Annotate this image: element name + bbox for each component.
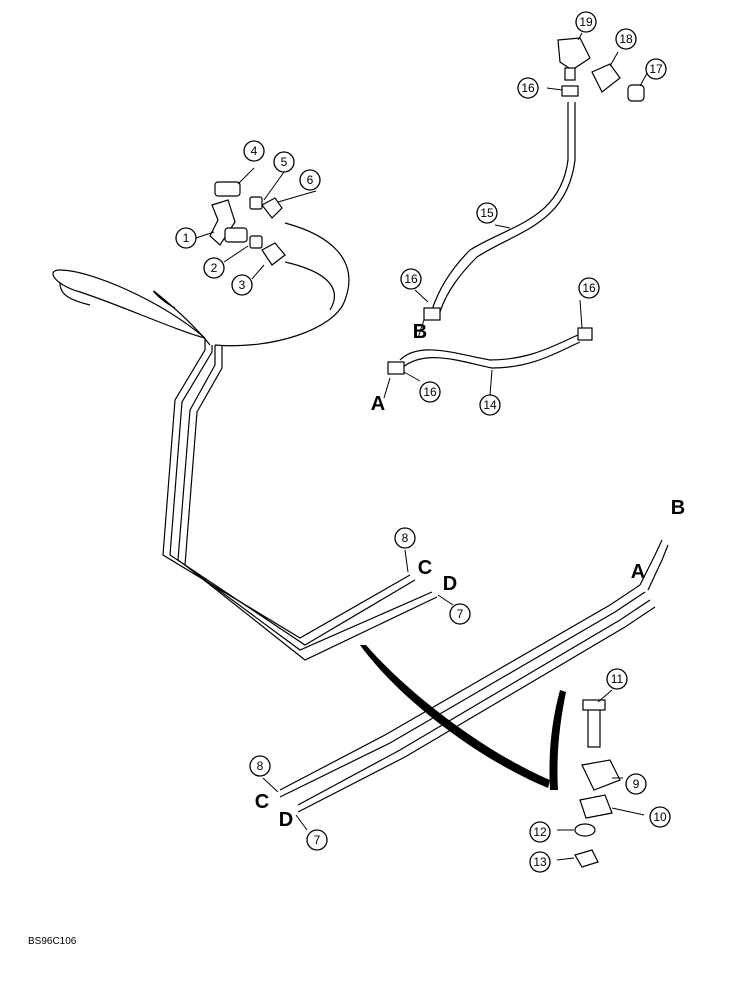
svg-text:7: 7 xyxy=(457,607,464,621)
hose-group xyxy=(387,37,645,375)
callout-18: 18 xyxy=(615,28,637,50)
fittings-group xyxy=(209,181,286,266)
letter-d-upper: D xyxy=(443,573,457,595)
hardware-group xyxy=(574,699,621,868)
svg-text:7: 7 xyxy=(314,833,321,847)
elbow-1 xyxy=(209,199,236,246)
elbow-19 xyxy=(557,37,591,71)
callout-15: 15 xyxy=(476,202,498,224)
svg-text:8: 8 xyxy=(402,531,409,545)
svg-text:4: 4 xyxy=(251,144,258,158)
detail-arrows xyxy=(360,645,566,790)
clamp-16-right xyxy=(577,327,593,341)
callout-2: 2 xyxy=(203,257,225,279)
clamp-16-b xyxy=(423,307,441,321)
steel-tubes xyxy=(162,338,669,813)
letter-b-hose: B xyxy=(413,321,427,343)
letter-a-tube: A xyxy=(631,561,645,583)
bolt-11 xyxy=(587,704,601,748)
callout-14: 14 xyxy=(479,394,501,416)
callout-8-upper: 8 xyxy=(394,527,416,549)
callout-16-right: 16 xyxy=(578,277,600,299)
callout-13: 13 xyxy=(529,851,551,873)
callout-16-top: 16 xyxy=(517,77,539,99)
nut-6 xyxy=(261,197,283,219)
tube-loops xyxy=(52,222,350,347)
clamp-16-top xyxy=(561,85,579,97)
svg-text:16: 16 xyxy=(582,281,596,295)
leader-lines xyxy=(195,32,651,861)
fitting-17 xyxy=(627,84,645,102)
fitting-2 xyxy=(249,235,263,249)
callout-7-lower: 7 xyxy=(306,829,328,851)
callout-19: 19 xyxy=(575,11,597,33)
callout-7-upper: 7 xyxy=(449,603,471,625)
svg-text:19: 19 xyxy=(579,15,593,29)
callout-17: 17 xyxy=(645,58,667,80)
callout-16-a: 16 xyxy=(419,381,441,403)
svg-text:9: 9 xyxy=(633,777,640,791)
svg-text:16: 16 xyxy=(404,272,418,286)
callout-5: 5 xyxy=(273,151,295,173)
callout-9: 9 xyxy=(625,773,647,795)
callout-6: 6 xyxy=(299,169,321,191)
letter-d-lower: D xyxy=(279,809,293,831)
figure-code: BS96C106 xyxy=(28,936,77,947)
tee-18 xyxy=(591,63,621,93)
fitting-19-thread xyxy=(564,67,576,81)
callout-12: 12 xyxy=(529,821,551,843)
svg-text:17: 17 xyxy=(649,62,663,76)
fitting-4 xyxy=(214,181,241,197)
fitting-5 xyxy=(249,196,263,210)
svg-text:5: 5 xyxy=(281,155,288,169)
clamp-16-a xyxy=(387,361,405,375)
svg-text:16: 16 xyxy=(423,385,437,399)
callout-8-lower: 8 xyxy=(249,755,271,777)
letter-c-lower: C xyxy=(255,791,269,813)
clamp-10 xyxy=(579,794,613,819)
svg-text:2: 2 xyxy=(211,261,218,275)
nut-13 xyxy=(574,849,599,868)
svg-text:6: 6 xyxy=(307,173,314,187)
svg-text:13: 13 xyxy=(533,855,547,869)
fitting-elbow-end xyxy=(224,227,248,243)
svg-text:3: 3 xyxy=(239,278,246,292)
svg-text:18: 18 xyxy=(619,32,633,46)
clamp-9 xyxy=(581,759,621,791)
svg-text:1: 1 xyxy=(183,231,190,245)
nut-3 xyxy=(261,242,286,266)
svg-text:14: 14 xyxy=(483,398,497,412)
letter-a-hose: A xyxy=(371,393,385,415)
callout-3: 3 xyxy=(231,274,253,296)
callout-11: 11 xyxy=(606,668,628,690)
callout-16-b: 16 xyxy=(400,268,422,290)
svg-text:15: 15 xyxy=(480,206,494,220)
svg-text:10: 10 xyxy=(653,810,667,824)
callout-10: 10 xyxy=(649,806,671,828)
letter-c-upper: C xyxy=(418,557,432,579)
svg-text:16: 16 xyxy=(521,81,535,95)
svg-text:11: 11 xyxy=(611,672,624,686)
svg-text:12: 12 xyxy=(533,825,547,839)
bolt-11-head xyxy=(582,699,606,711)
letter-b-tube: B xyxy=(671,497,685,519)
svg-text:8: 8 xyxy=(257,759,264,773)
callout-4: 4 xyxy=(243,140,265,162)
callout-1: 1 xyxy=(175,227,197,249)
washer-12 xyxy=(574,823,596,837)
